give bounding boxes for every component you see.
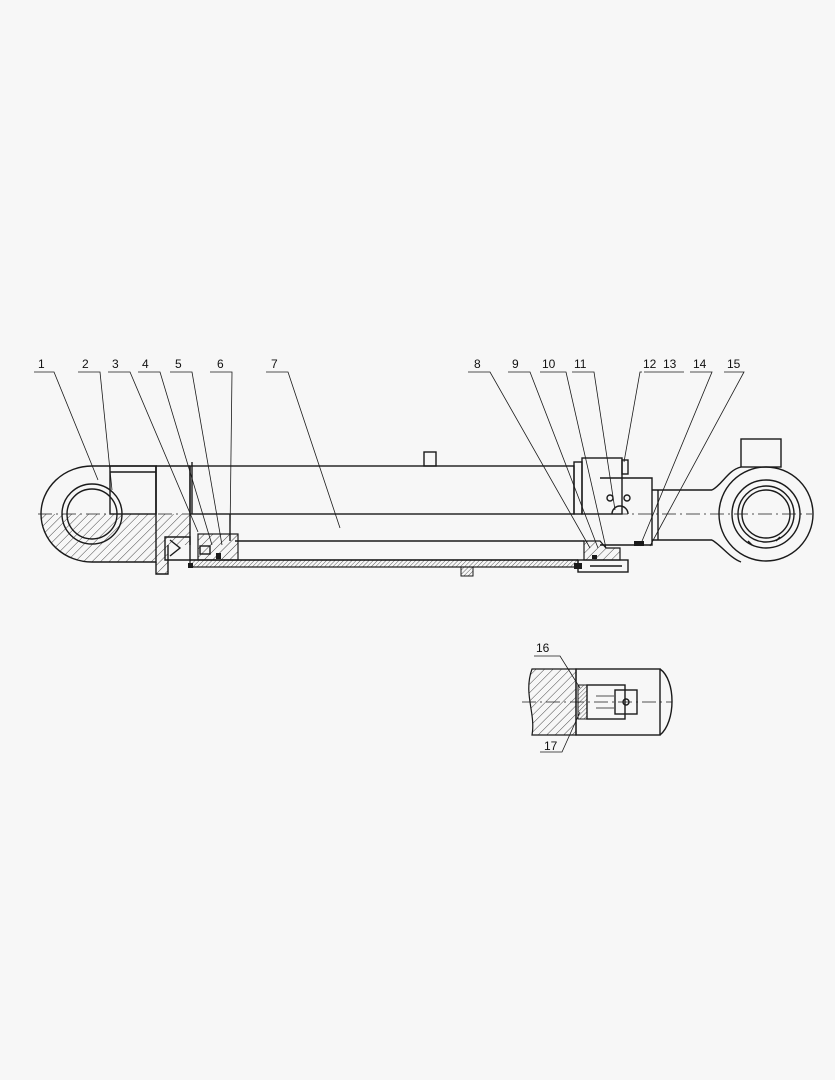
callout-10: 10 — [542, 357, 556, 371]
leader-2 — [78, 371, 113, 491]
callout-11: 11 — [574, 357, 587, 371]
leader-16 — [534, 655, 581, 689]
callout-labels: 1 2 3 4 5 6 7 8 9 10 11 12 13 14 15 16 1… — [38, 357, 741, 753]
callout-1: 1 — [38, 357, 45, 371]
callout-9: 9 — [512, 357, 519, 371]
leader-12 — [623, 371, 642, 463]
leader-9 — [508, 371, 599, 549]
callout-16: 16 — [536, 641, 550, 655]
leader-17 — [540, 711, 581, 753]
piston — [164, 533, 239, 568]
callout-2: 2 — [82, 357, 89, 371]
rod-eye — [711, 438, 814, 563]
callout-3: 3 — [112, 357, 119, 371]
leader-11 — [572, 371, 616, 511]
leader-5 — [170, 371, 223, 546]
cylinder-tube — [189, 451, 579, 577]
leader-3 — [108, 371, 199, 533]
rod-extension — [652, 489, 712, 541]
callout-7: 7 — [271, 357, 278, 371]
leader-10 — [540, 371, 607, 549]
gland — [573, 457, 653, 573]
leader-7 — [266, 371, 341, 529]
callout-17: 17 — [544, 739, 558, 753]
bottom-eye — [40, 465, 191, 575]
callout-4: 4 — [142, 357, 149, 371]
leader-14 — [639, 371, 713, 547]
bleed-port — [423, 451, 437, 467]
callout-6: 6 — [217, 357, 224, 371]
rod-eye-bushing — [737, 485, 795, 543]
piston-rod — [229, 514, 584, 542]
callout-12: 12 — [643, 357, 657, 371]
callout-8: 8 — [474, 357, 481, 371]
leader-6 — [210, 371, 233, 536]
callout-5: 5 — [175, 357, 182, 371]
cylinder-assembly — [38, 438, 814, 577]
callout-14: 14 — [693, 357, 707, 371]
leader-15 — [649, 371, 745, 547]
callout-13: 13 — [663, 357, 677, 371]
leader-1 — [34, 371, 99, 481]
leader-lines — [34, 371, 745, 753]
leader-8 — [468, 371, 591, 549]
leader-4 — [138, 371, 213, 546]
bottom-port — [460, 566, 474, 577]
callout-15: 15 — [727, 357, 741, 371]
detail-view — [522, 668, 673, 736]
